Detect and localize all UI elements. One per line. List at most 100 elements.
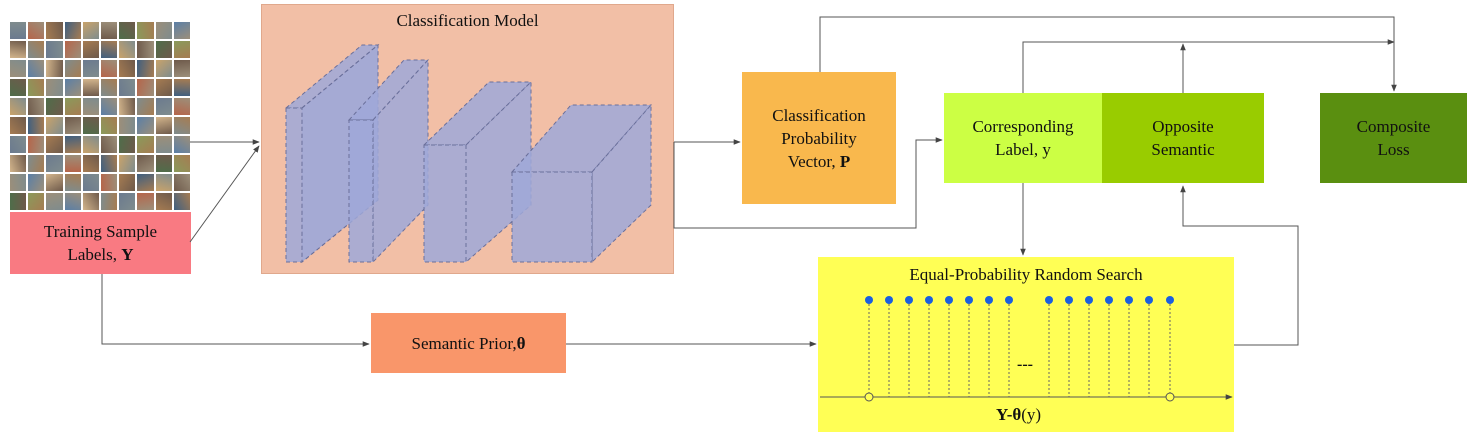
training-image-thumb (10, 193, 27, 210)
search-dot (1145, 296, 1153, 304)
search-dot (1005, 296, 1013, 304)
cnn-layers (284, 43, 653, 264)
training-image-thumb (137, 79, 154, 96)
probability-vector-line3: Vector, (787, 151, 840, 171)
training-image-thumb (101, 193, 118, 210)
training-image-thumb (46, 193, 63, 210)
arrow-prob-to-loss (819, 16, 1397, 92)
training-image-thumb (82, 117, 99, 134)
opposite-semantic-line2: Semantic (1151, 140, 1215, 159)
training-image-thumb (64, 117, 81, 134)
training-image-thumb (173, 155, 190, 172)
search-dot (1125, 296, 1133, 304)
search-axis-label: Y-θ(y) (996, 405, 1041, 425)
arrow-model-to-label (673, 137, 943, 229)
composite-loss-line1: Composite (1356, 117, 1431, 136)
arrow-labels-to-model (189, 145, 260, 243)
training-image-thumb (101, 117, 118, 134)
training-image-thumb (10, 60, 27, 77)
training-image-thumb (155, 193, 172, 210)
training-image-thumb (10, 117, 27, 134)
training-image-thumb (173, 60, 190, 77)
training-image-thumb (119, 79, 136, 96)
training-image-thumb (46, 117, 63, 134)
training-image-thumb (82, 155, 99, 172)
training-image-thumb (10, 79, 27, 96)
training-image-thumb (173, 98, 190, 115)
training-image-thumb (28, 79, 45, 96)
arrows (101, 16, 1397, 400)
training-image-grid (10, 22, 190, 210)
training-image-thumb (155, 98, 172, 115)
training-image-thumb (64, 193, 81, 210)
training-image-thumb (119, 117, 136, 134)
training-image-thumb (28, 22, 45, 39)
training-image-thumb (46, 98, 63, 115)
training-image-thumb (137, 98, 154, 115)
classification-model-title: Classification Model (396, 11, 539, 30)
cnn-layer-4 (510, 103, 653, 264)
training-image-thumb (119, 193, 136, 210)
training-image-thumb (10, 98, 27, 115)
opposite-semantic-box: Opposite Semantic (1102, 93, 1264, 183)
corresponding-label-box: Corresponding Label, y (944, 93, 1102, 183)
training-image-thumb (82, 60, 99, 77)
training-image-thumb (101, 174, 118, 191)
training-image-thumb (155, 41, 172, 58)
search-dots (865, 296, 1174, 397)
composite-loss-box: Composite Loss (1320, 93, 1467, 183)
arrow-search-to-opposite (1180, 185, 1299, 346)
training-image-thumb (173, 41, 190, 58)
opposite-semantic-line1: Opposite (1152, 117, 1214, 136)
search-dot (1166, 296, 1174, 304)
training-image-thumb (155, 136, 172, 153)
search-dot (945, 296, 953, 304)
search-dot (925, 296, 933, 304)
probability-vector-box: Classification Probability Vector, P (742, 72, 896, 204)
training-image-thumb (101, 98, 118, 115)
search-dot (1105, 296, 1113, 304)
training-image-thumb (101, 60, 118, 77)
arrow-labels-to-prior (101, 274, 370, 347)
search-dot (1045, 296, 1053, 304)
training-image-thumb (155, 155, 172, 172)
training-image-thumb (46, 136, 63, 153)
training-image-thumb (46, 79, 63, 96)
training-image-thumb (101, 155, 118, 172)
training-image-thumb (137, 174, 154, 191)
training-image-thumb (173, 79, 190, 96)
training-image-thumb (28, 41, 45, 58)
training-image-thumb (28, 98, 45, 115)
training-image-thumb (28, 136, 45, 153)
training-image-thumb (137, 117, 154, 134)
search-dot (965, 296, 973, 304)
corresponding-label-line1: Corresponding (972, 117, 1074, 136)
random-search-title: Equal-Probability Random Search (909, 265, 1143, 284)
training-image-thumb (46, 155, 63, 172)
training-labels-symbol: Y (121, 245, 134, 264)
search-dot (1085, 296, 1093, 304)
training-labels-box: Training Sample Labels, Y (10, 212, 191, 274)
search-dot (1065, 296, 1073, 304)
training-image-thumb (82, 136, 99, 153)
training-image-thumb (82, 79, 99, 96)
training-image-thumb (101, 41, 118, 58)
training-image-thumb (64, 60, 81, 77)
training-image-thumb (119, 174, 136, 191)
composite-loss-line2: Loss (1377, 140, 1410, 159)
training-image-thumb (173, 193, 190, 210)
training-image-thumb (101, 79, 118, 96)
random-search-box: Equal-Probability Random Search (818, 257, 1234, 432)
training-image-thumb (155, 117, 172, 134)
training-image-thumb (10, 41, 27, 58)
training-image-thumb (137, 41, 154, 58)
training-image-thumb (28, 117, 45, 134)
training-image-thumb (64, 79, 81, 96)
training-image-thumb (82, 193, 99, 210)
training-image-thumb (64, 136, 81, 153)
training-image-thumb (137, 136, 154, 153)
training-image-thumb (10, 155, 27, 172)
training-image-thumb (119, 41, 136, 58)
search-ellipsis: --- (1017, 356, 1033, 373)
